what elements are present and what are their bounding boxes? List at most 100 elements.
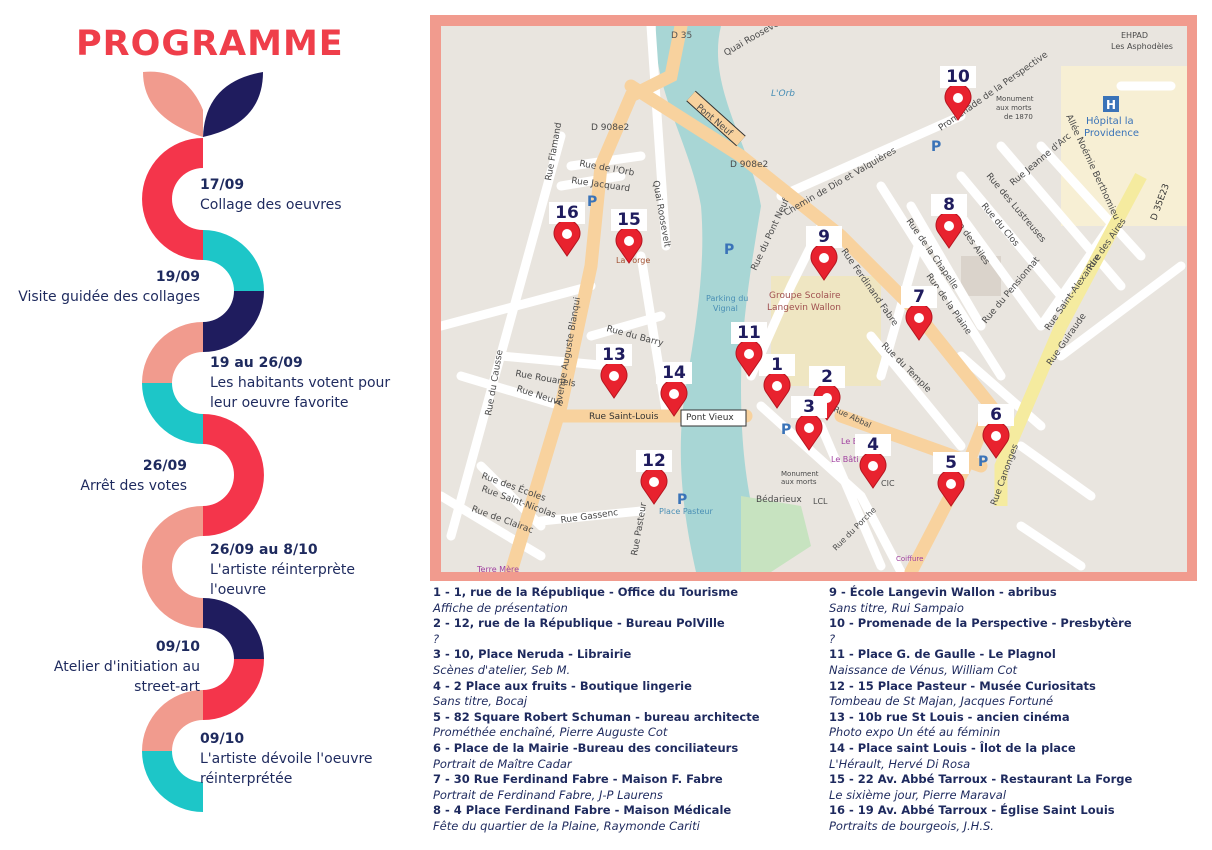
map-pin-icon — [640, 470, 668, 505]
event-text: Visite guidée des collages — [18, 289, 200, 305]
legend-location: 5 - 82 Square Robert Schuman - bureau ar… — [433, 709, 760, 724]
svg-text:Rue Saint-Louis: Rue Saint-Louis — [589, 412, 659, 422]
map-pin-icon — [944, 86, 972, 121]
legend-artwork: Portraits de bourgeois, J.H.S. — [829, 818, 994, 833]
map-canvas: D 35 Quai Roosevelt L'Orb D 908e2 D 908e… — [441, 26, 1187, 572]
event-text: street-art — [134, 679, 200, 695]
marker-number: 3 — [791, 396, 827, 418]
legend-artwork: Fête du quartier de la Plaine, Raymonde … — [433, 818, 700, 833]
legend-location: 3 - 10, Place Neruda - Librairie — [433, 647, 632, 662]
event-date: 19/09 — [155, 269, 200, 285]
svg-text:Monument: Monument — [781, 470, 819, 478]
svg-text:P: P — [677, 492, 687, 508]
svg-text:Le Bâti: Le Bâti — [831, 455, 859, 464]
legend-artwork: Le sixième jour, Pierre Maraval — [829, 787, 1007, 802]
marker-number: 7 — [901, 286, 937, 308]
map-marker-16[interactable]: 16 — [549, 202, 585, 272]
legend-location: 11 - Place G. de Gaulle - Le Plagnol — [829, 647, 1056, 662]
legend-location: 7 - 30 Rue Ferdinand Fabre - Maison F. F… — [433, 772, 723, 787]
svg-text:D 908e2: D 908e2 — [730, 160, 768, 170]
map-pin-icon — [660, 382, 688, 417]
arc-4 — [203, 414, 264, 536]
marker-number: 16 — [549, 202, 585, 224]
map-marker-13[interactable]: 13 — [596, 344, 632, 414]
marker-number: 1 — [759, 354, 795, 376]
arc-6b — [203, 659, 264, 720]
event-text: Atelier d'initiation au — [53, 659, 200, 675]
map-pin-icon — [553, 222, 581, 257]
map-marker-1[interactable]: 1 — [759, 354, 795, 424]
page-title: PROGRAMME — [76, 24, 344, 64]
map-marker-3[interactable]: 3 — [791, 396, 827, 466]
event-text: réinterprétée — [200, 771, 293, 787]
svg-text:de 1870: de 1870 — [1004, 113, 1033, 121]
map-marker-8[interactable]: 8 — [931, 194, 967, 264]
svg-text:D 35: D 35 — [671, 31, 692, 41]
arc-3a — [142, 322, 203, 383]
map-pin-icon — [905, 306, 933, 341]
legend-artwork: Prométhée enchaîné, Pierre Auguste Cot — [433, 725, 668, 740]
event-text: l'oeuvre — [210, 582, 267, 598]
timeline-event-3: 19 au 26/09 Les habitants votent pour le… — [210, 353, 390, 413]
marker-number: 12 — [636, 450, 672, 472]
legend-location: 6 - Place de la Mairie -Bureau des conci… — [433, 740, 739, 755]
timeline-event-5: 26/09 au 8/10 L'artiste réinterprète l'o… — [210, 540, 355, 600]
map-marker-9[interactable]: 9 — [806, 226, 842, 296]
legend-artwork: Naissance de Vénus, William Cot — [829, 662, 1018, 677]
event-text: Arrêt des votes — [80, 478, 187, 494]
legend-location: 12 - 15 Place Pasteur - Musée Curiositat… — [829, 678, 1096, 693]
svg-text:Vignal: Vignal — [713, 304, 738, 313]
timeline-snake — [142, 71, 264, 812]
arc-6a — [203, 598, 264, 659]
legend-location: 16 - 19 Av. Abbé Tarroux - Église Saint … — [829, 803, 1115, 818]
legend-location: 13 - 10b rue St Louis - ancien cinéma — [829, 709, 1070, 724]
event-date: 19 au 26/09 — [210, 355, 303, 371]
legend-artwork: Sans titre, Rui Sampaio — [829, 600, 964, 615]
svg-text:Providence: Providence — [1084, 128, 1139, 139]
event-text: leur oeuvre favorite — [210, 395, 349, 411]
arc-7b — [142, 751, 203, 812]
arc-3b — [142, 383, 203, 444]
map-pin-icon — [763, 374, 791, 409]
timeline-event-2: 19/09 Visite guidée des collages — [18, 267, 200, 307]
legend-location: 14 - Place saint Louis - Îlot de la plac… — [829, 740, 1076, 755]
arc-2b — [203, 291, 264, 352]
svg-text:H: H — [1106, 98, 1116, 112]
map-marker-15[interactable]: 15 — [611, 209, 647, 279]
leaf-right-icon — [203, 72, 263, 137]
map-marker-12[interactable]: 12 — [636, 450, 672, 520]
event-date: 17/09 — [200, 177, 245, 193]
map-marker-14[interactable]: 14 — [656, 362, 692, 432]
map-marker-4[interactable]: 4 — [855, 434, 891, 504]
marker-number: 13 — [596, 344, 632, 366]
svg-text:Coiffure: Coiffure — [896, 555, 923, 563]
city-map[interactable]: D 35 Quai Roosevelt L'Orb D 908e2 D 908e… — [441, 26, 1187, 572]
map-pin-icon — [935, 214, 963, 249]
legend-left: 1 - 1, rue de la République - Office du … — [433, 585, 760, 835]
map-pin-icon — [937, 472, 965, 507]
map-pin-icon — [810, 246, 838, 281]
marker-number: 11 — [731, 322, 767, 344]
event-date: 09/10 — [155, 639, 200, 655]
legend-artwork: ? — [829, 631, 836, 646]
legend-artwork: Scènes d'atelier, Seb M. — [433, 662, 571, 677]
legend-location: 1 - 1, rue de la République - Office du … — [433, 585, 739, 599]
map-marker-7[interactable]: 7 — [901, 286, 937, 356]
event-text: L'artiste réinterprète — [210, 562, 355, 578]
legend-artwork: Photo expo Un été au féminin — [829, 725, 1001, 740]
map-marker-5[interactable]: 5 — [933, 452, 969, 522]
svg-text:Hôpital la: Hôpital la — [1086, 115, 1134, 127]
legend-artwork: ? — [433, 631, 440, 646]
map-marker-11[interactable]: 11 — [731, 322, 767, 392]
svg-text:Langevin Wallon: Langevin Wallon — [767, 303, 841, 313]
map-marker-10[interactable]: 10 — [940, 66, 976, 136]
legend-location: 9 - École Langevin Wallon - abribus — [829, 585, 1057, 599]
event-date: 09/10 — [200, 731, 245, 747]
svg-text:Pont Vieux: Pont Vieux — [686, 413, 734, 423]
svg-text:LCL: LCL — [813, 497, 828, 506]
map-marker-6[interactable]: 6 — [978, 404, 1014, 474]
svg-text:aux morts: aux morts — [996, 104, 1032, 112]
legend-location: 15 - 22 Av. Abbé Tarroux - Restaurant La… — [829, 772, 1133, 787]
legend-location: 4 - 2 Place aux fruits - Boutique linger… — [433, 678, 692, 693]
legend-artwork: Sans titre, Bocaj — [433, 694, 528, 709]
